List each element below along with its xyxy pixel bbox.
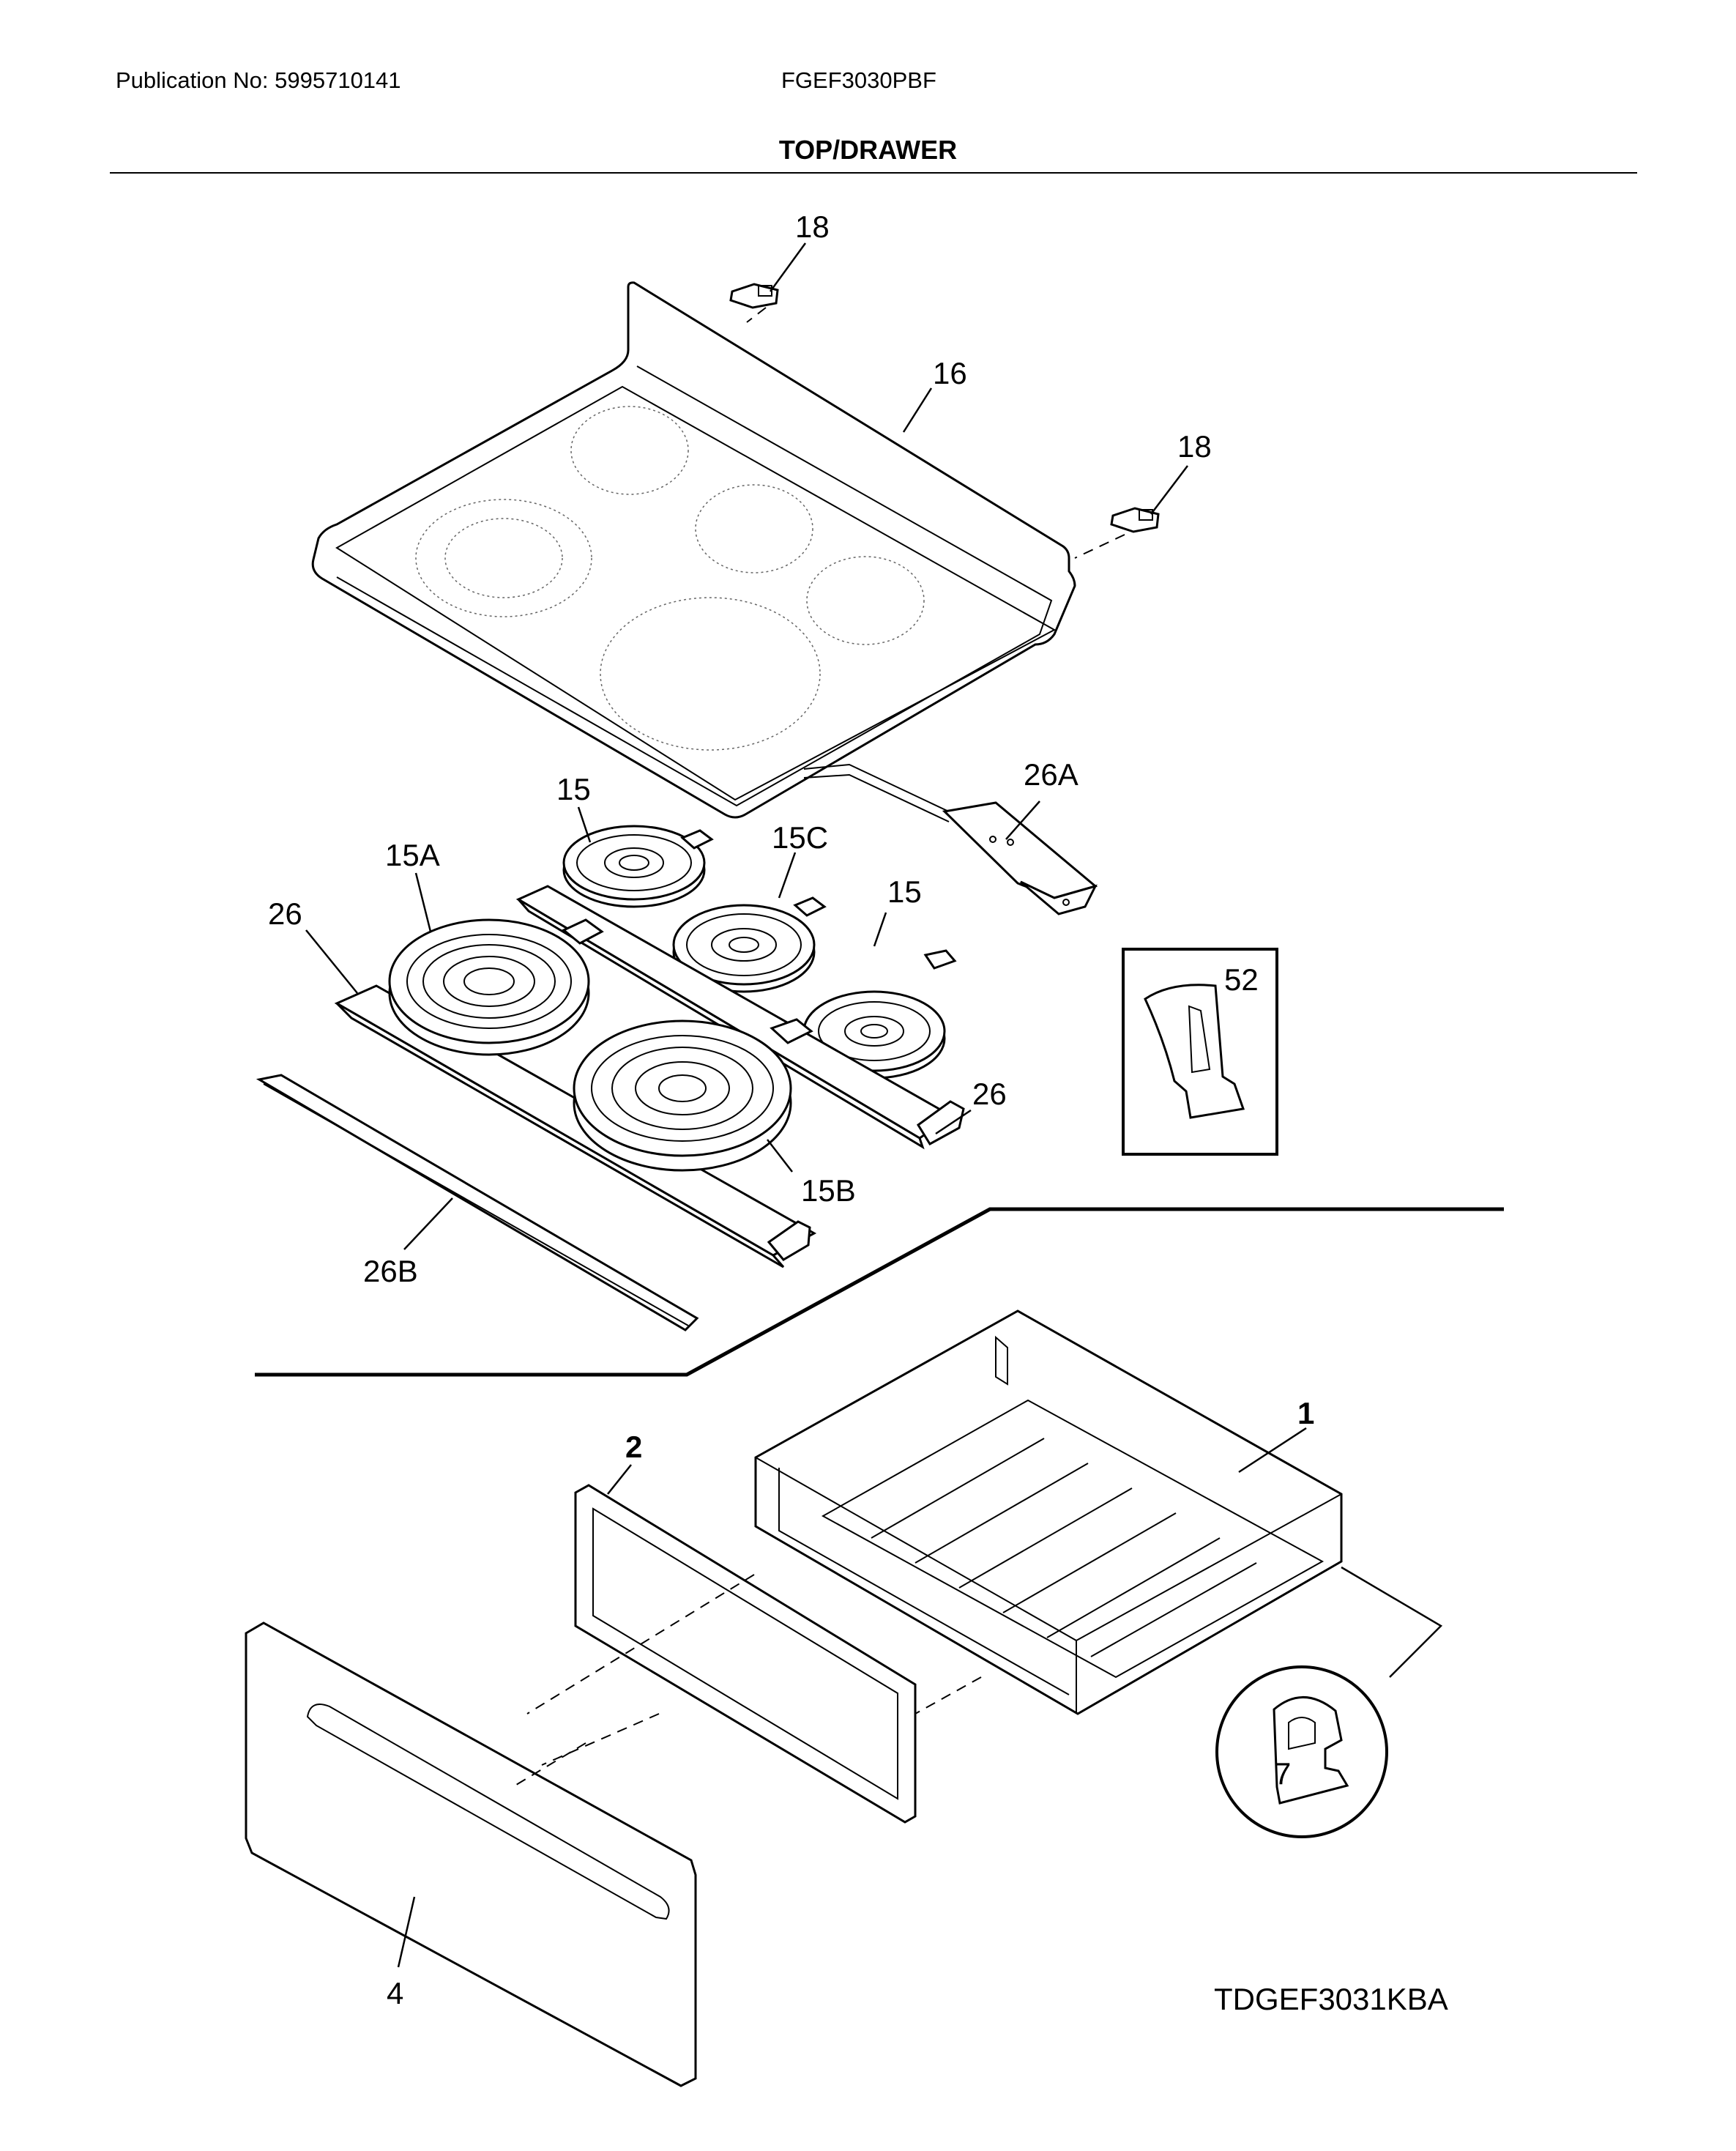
leader-lines — [305, 242, 1307, 1968]
callout-15B: 15B — [801, 1173, 856, 1208]
inset-part-7 — [1215, 1566, 1443, 1838]
section-title: TOP/DRAWER — [778, 135, 958, 165]
inset-part-52 — [1122, 948, 1278, 1156]
callout-4: 4 — [387, 1976, 403, 2010]
element-15A — [388, 918, 604, 1056]
callout-26-right: 26 — [972, 1077, 1007, 1111]
publication-number: Publication No: 5995710141 — [116, 67, 401, 93]
element-15B — [573, 1018, 813, 1172]
front-rail-26B — [256, 1074, 699, 1331]
element-15-rear-left — [562, 825, 714, 908]
callout-26-left: 26 — [268, 896, 302, 931]
diagram-code: TDGEF3031KBA — [1214, 1982, 1448, 2016]
callout-26B: 26B — [363, 1254, 418, 1288]
drawer-liner-part-2 — [574, 1484, 917, 1824]
callout-26A: 26A — [1024, 757, 1079, 792]
callout-18-right: 18 — [1177, 429, 1212, 464]
callout-18-left: 18 — [795, 209, 830, 244]
section-divider-line — [255, 1207, 1504, 1377]
callout-16: 16 — [933, 356, 967, 390]
drawer-front-part-4 — [245, 1621, 697, 2087]
assembly-line-liner-to-body — [526, 1574, 755, 1715]
callout-15-rear: 15 — [556, 772, 591, 806]
bracket-clip-18-right — [1074, 507, 1160, 559]
assembly-line-front-to-liner — [914, 1676, 982, 1715]
support-bracket-26-left — [334, 984, 817, 1268]
assembly-line-front-lower — [512, 1742, 586, 1788]
callout-15C: 15C — [772, 820, 828, 855]
assembly-line-front-to-body — [541, 1713, 660, 1766]
element-15C — [672, 896, 827, 993]
model-number: FGEF3030PBF — [781, 67, 936, 93]
support-bracket-26-right — [515, 885, 965, 1150]
drawer-body-part-1 — [754, 1309, 1343, 1715]
callout-2: 2 — [625, 1430, 642, 1464]
cooktop-part-16 — [311, 281, 1076, 819]
callout-52: 52 — [1224, 962, 1259, 997]
bracket-clip-18-left — [729, 283, 779, 323]
header-divider — [110, 172, 1637, 174]
callout-7: 7 — [1274, 1756, 1291, 1791]
callout-15-front: 15 — [887, 874, 922, 909]
callout-1: 1 — [1297, 1396, 1314, 1430]
callout-15A: 15A — [385, 838, 440, 872]
harness-bracket-26A — [803, 763, 1098, 915]
